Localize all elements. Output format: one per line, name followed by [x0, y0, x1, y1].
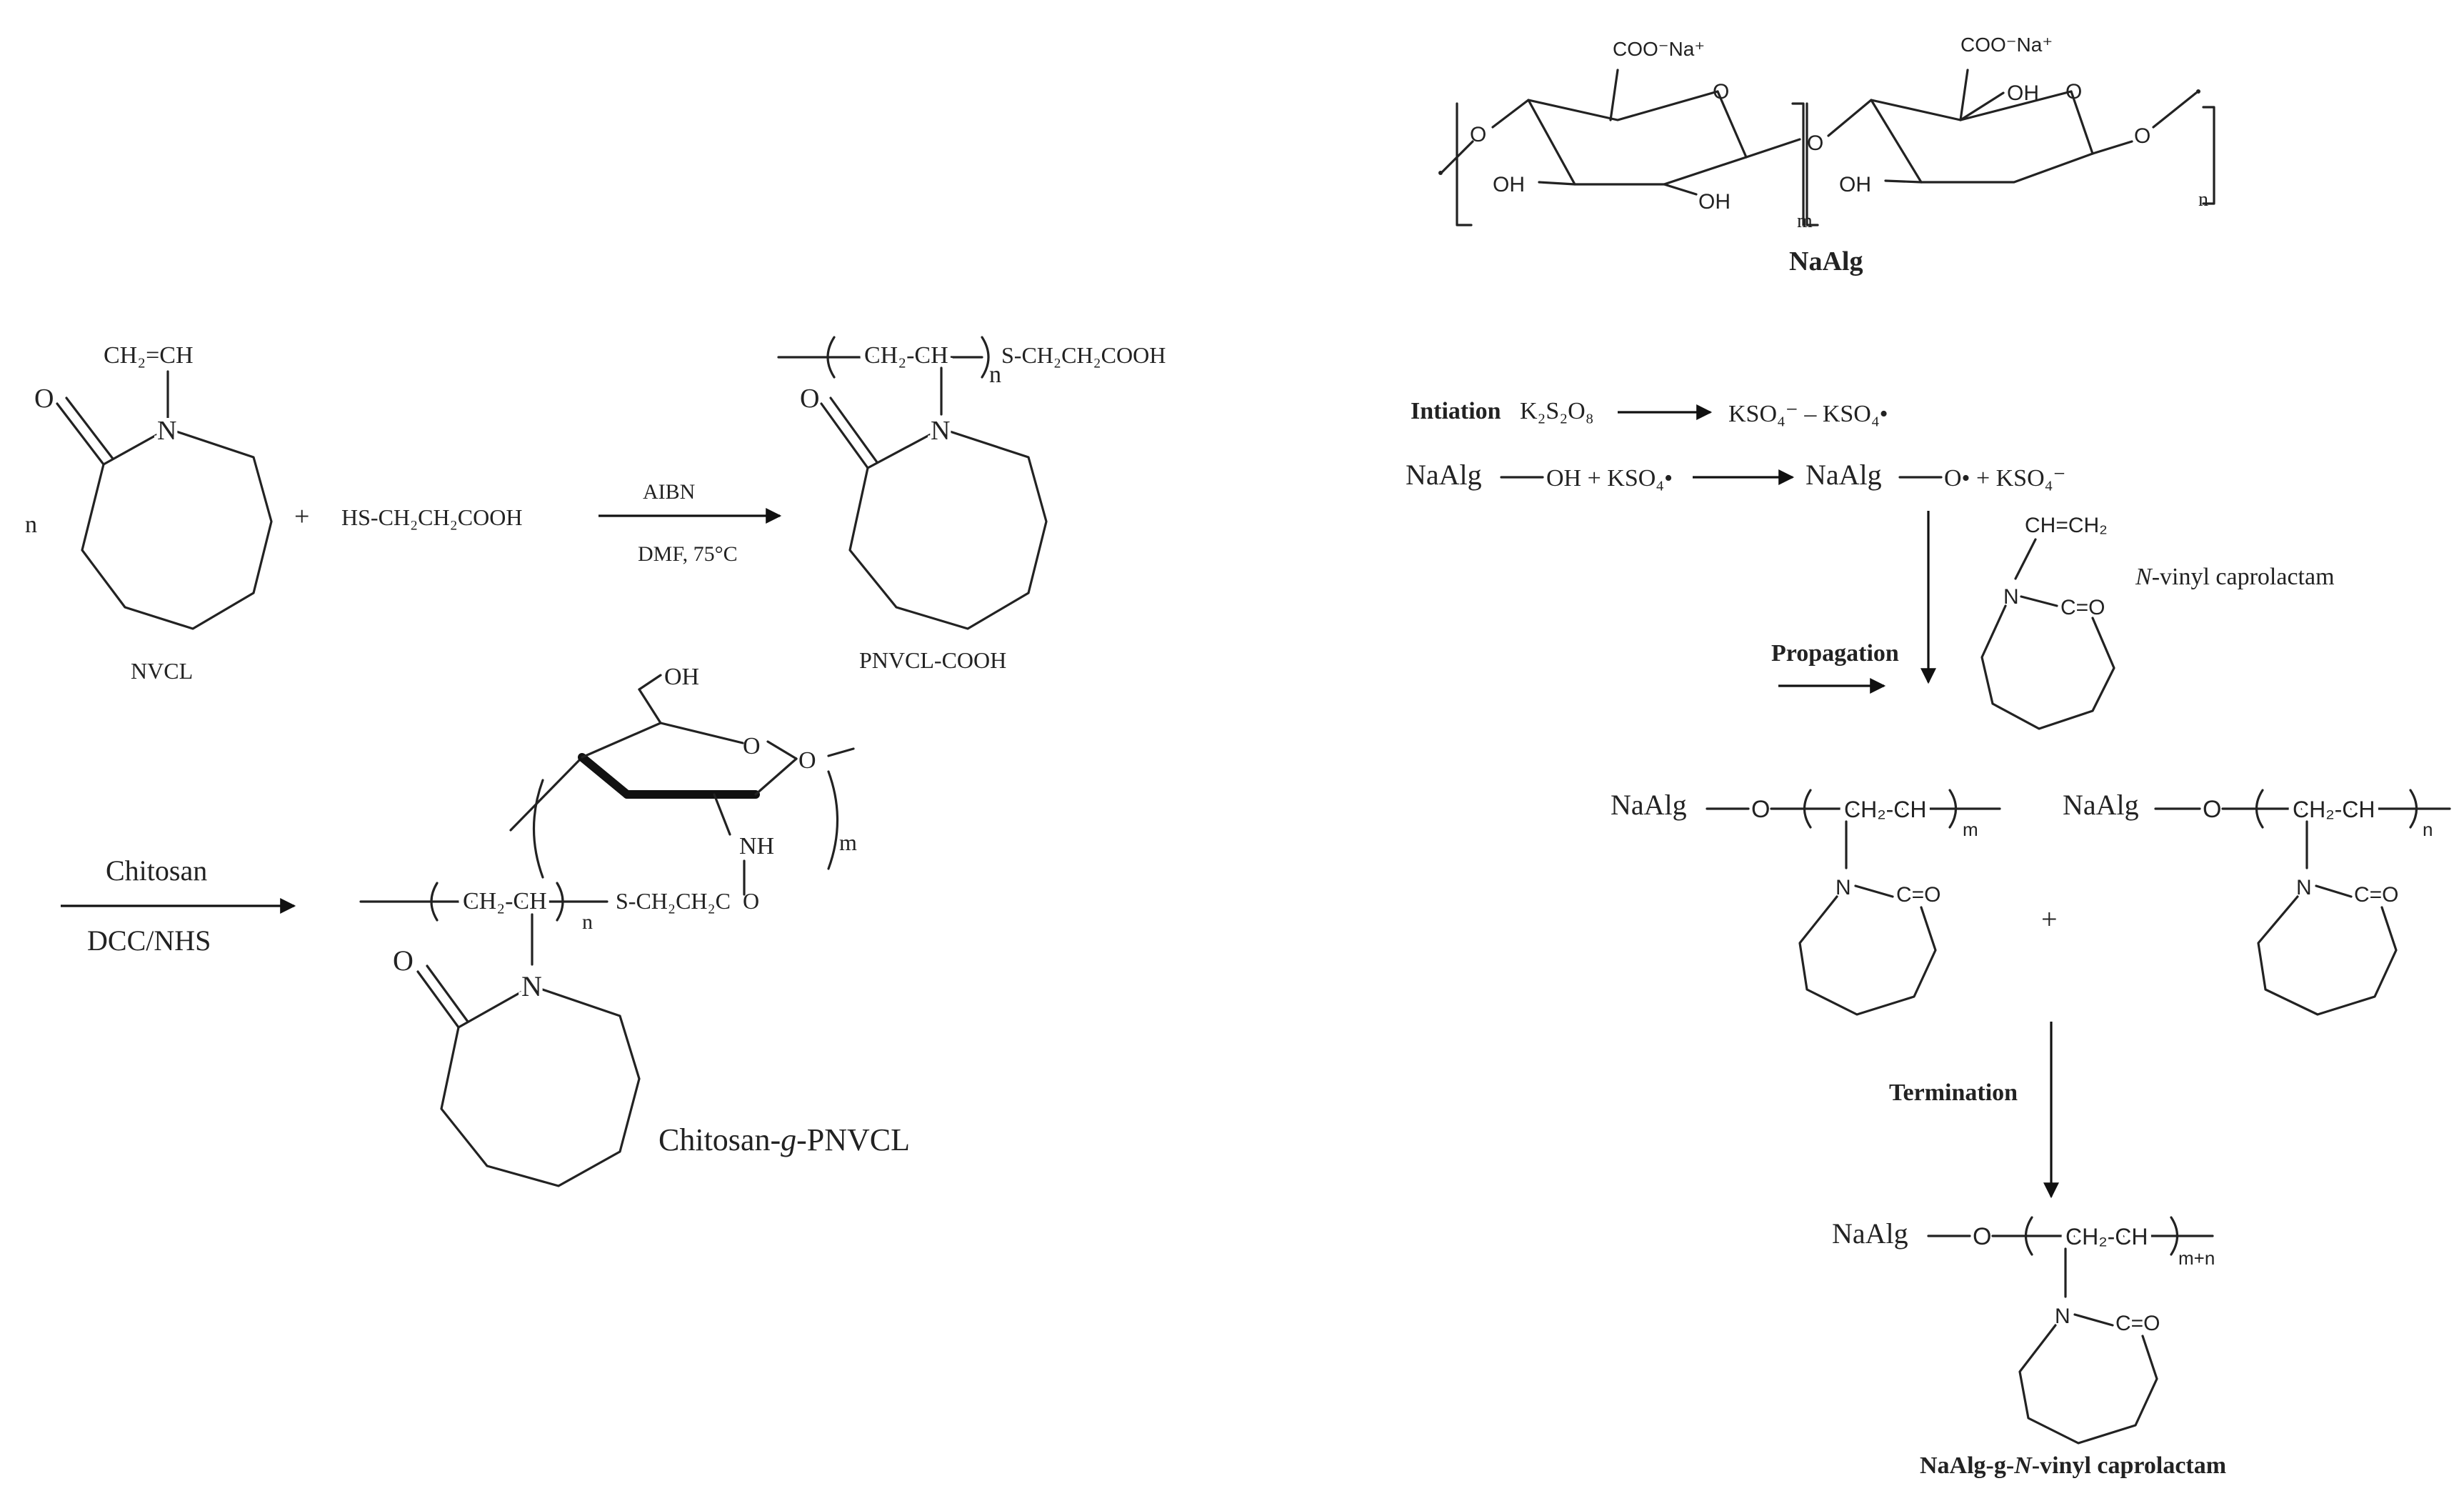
- chain-m-repeat: CH₂-CH: [1844, 797, 1927, 822]
- arrow2-conditions: DCC/NHS: [87, 924, 211, 957]
- initiator-persulfate: K₂S₂O₈: [1520, 398, 1594, 424]
- pnvcl-cooh-label: PNVCL-COOH: [859, 647, 1006, 673]
- termination-label: Termination: [1889, 1079, 2018, 1106]
- radical-formation-step: NaAlg OH + KSO₄• NaAlg O• + KSO₄⁻: [1406, 459, 2065, 492]
- graft-n-count: n: [582, 910, 593, 934]
- final-carbonyl: C=O: [2115, 1312, 2160, 1335]
- chain-m-carbonyl: C=O: [1896, 883, 1941, 907]
- naalg-o-5: O: [2134, 124, 2150, 148]
- naalg-o-2: O: [1713, 80, 1729, 104]
- graft-linker-o: O: [743, 888, 759, 914]
- growing-chain-n: NaAlg O CH₂-CH n N C=O: [2063, 789, 2451, 1016]
- monomer-name: N-vinyl caprolactam: [2135, 564, 2335, 590]
- pnvcl-carboxyl-tail: S-CH₂CH₂COOH: [1001, 342, 1166, 368]
- chain-m-n: N: [1836, 876, 1851, 899]
- chitosan-g-pnvcl-structure: CH₂-CH n S-CH₂CH₂C O O N Chitosan-g-PNVC…: [359, 882, 910, 1187]
- nvcl-carbonyl-o: O: [34, 384, 54, 414]
- nvcl-label: NVCL: [131, 658, 193, 684]
- naalg-o-1: O: [1470, 123, 1486, 146]
- arrow1-conditions: DMF, 75°C: [638, 542, 738, 566]
- final-product-label: NaAlg-g-N-vinyl caprolactam: [1920, 1452, 2226, 1479]
- naalg-o-3: O: [1807, 131, 1823, 155]
- mercaptopropionic-acid: HS-CH₂CH₂COOH: [341, 504, 522, 530]
- pnvcl-carbonyl-o: O: [800, 384, 819, 414]
- propagation-label: Propagation: [1771, 640, 1899, 667]
- initiation-step: Intiation K₂S₂O₈ KSO₄⁻ – KSO₄•: [1411, 398, 1888, 427]
- reaction-arrow-2: Chitosan DCC/NHS: [61, 854, 296, 957]
- chain-m-naalg: NaAlg: [1611, 789, 1687, 821]
- chitosan-ring-o: O: [743, 733, 761, 759]
- initiation-label: Intiation: [1411, 398, 1501, 424]
- chain-m-o: O: [1751, 796, 1770, 823]
- chitosan-hydroxyl: OH: [664, 664, 699, 690]
- monomer-n: N: [2003, 585, 2019, 609]
- reaction-arrow-1: AIBN DMF, 75°C: [599, 480, 782, 566]
- naalg-carboxylate-2: COO⁻Na⁺: [1960, 34, 2053, 56]
- chain-m-subscript: m: [1963, 819, 1978, 840]
- naalg-oh-1: OH: [1493, 173, 1525, 196]
- pnvcl-n: N: [931, 416, 950, 446]
- chitosan-g-pnvcl-label: Chitosan-g-PNVCL: [658, 1122, 910, 1157]
- nvcl-vinyl-group: CH₂=CH: [104, 342, 194, 369]
- monomer-carbonyl: C=O: [2060, 596, 2105, 619]
- growing-chain-m: NaAlg O CH₂-CH m N C=O: [1611, 789, 2001, 1016]
- nvcl-n: N: [157, 416, 176, 446]
- hydroxyl-plus-radical: OH + KSO₄•: [1546, 465, 1673, 492]
- vinyl-caprolactam-monomer: CH=CH₂ N C=O N-vinyl caprolactam Propaga…: [1771, 514, 2335, 730]
- product-naalg: NaAlg: [1806, 459, 1882, 491]
- alkoxy-radical-plus-sulfate: O• + KSO₄⁻: [1944, 465, 2065, 492]
- plus-sign-1: +: [294, 502, 309, 532]
- nvcl-structure: CH₂=CH O N n NVCL: [25, 342, 273, 684]
- naalg-label: NaAlg: [1789, 246, 1863, 276]
- sulfate-radicals: KSO₄⁻ – KSO₄•: [1728, 401, 1888, 427]
- reactant-naalg: NaAlg: [1406, 459, 1482, 491]
- naalg-oh-3: OH: [1839, 173, 1871, 196]
- final-n: N: [2055, 1305, 2070, 1328]
- graft-linker: S-CH₂CH₂C: [616, 888, 731, 914]
- final-o: O: [1973, 1223, 1991, 1250]
- chain-n-carbonyl: C=O: [2354, 883, 2399, 907]
- chitosan-unit: OH O O NH m: [509, 664, 857, 896]
- chain-n-repeat: CH₂-CH: [2293, 797, 2375, 822]
- naalg-carboxylate-1: COO⁻Na⁺: [1613, 38, 1705, 60]
- chain-n-naalg: NaAlg: [2063, 789, 2139, 821]
- naalg-oh-4: OH: [2007, 81, 2039, 105]
- naalg-m-count: m: [1797, 210, 1813, 232]
- final-repeat: CH₂-CH: [2065, 1224, 2148, 1250]
- chitosan-glycosidic-o: O: [798, 747, 816, 774]
- arrow2-reagent: Chitosan: [106, 854, 207, 887]
- graft-carbonyl-o: O: [393, 944, 414, 977]
- pnvcl-n-count: n: [989, 361, 1001, 388]
- naalg-o-4: O: [2065, 80, 2082, 104]
- chain-n-n: N: [2296, 876, 2312, 899]
- pnvcl-cooh-structure: CH₂-CH n S-CH₂CH₂COOH O N PNVCL-COOH: [777, 336, 1166, 673]
- naalg-n-count: n: [2198, 189, 2208, 211]
- chain-n-subscript: n: [2423, 819, 2433, 840]
- plus-sign-2: +: [2041, 903, 2058, 935]
- naalg-structure: COO⁻Na⁺ COO⁻Na⁺ O O O O O OH OH OH OH m …: [1438, 34, 2215, 276]
- monomer-vinyl: CH=CH₂: [2025, 514, 2108, 537]
- panel-a-chitosan-pnvcl: CH₂=CH O N n NVCL + HS-CH₂CH₂COOH AIBN D…: [25, 336, 1166, 1187]
- naalg-oh-2: OH: [1698, 190, 1731, 214]
- chain-n-o: O: [2203, 796, 2221, 823]
- graft-copolymer-final: NaAlg O CH₂-CH m+n N C=O NaAlg-g-N-vinyl…: [1832, 1216, 2226, 1479]
- nvcl-n-count: n: [25, 512, 37, 538]
- pnvcl-backbone: CH₂-CH: [864, 342, 948, 369]
- chitosan-m-count: m: [839, 829, 857, 855]
- arrow1-reagent: AIBN: [643, 480, 695, 504]
- graft-backbone: CH₂-CH: [463, 888, 547, 914]
- graft-n: N: [521, 970, 542, 1002]
- final-subscript: m+n: [2178, 1247, 2215, 1269]
- panel-b-naalg-grafting: COO⁻Na⁺ COO⁻Na⁺ O O O O O OH OH OH OH m …: [1406, 34, 2451, 1479]
- chitosan-amide-nh: NH: [739, 833, 774, 859]
- final-naalg: NaAlg: [1832, 1217, 1908, 1250]
